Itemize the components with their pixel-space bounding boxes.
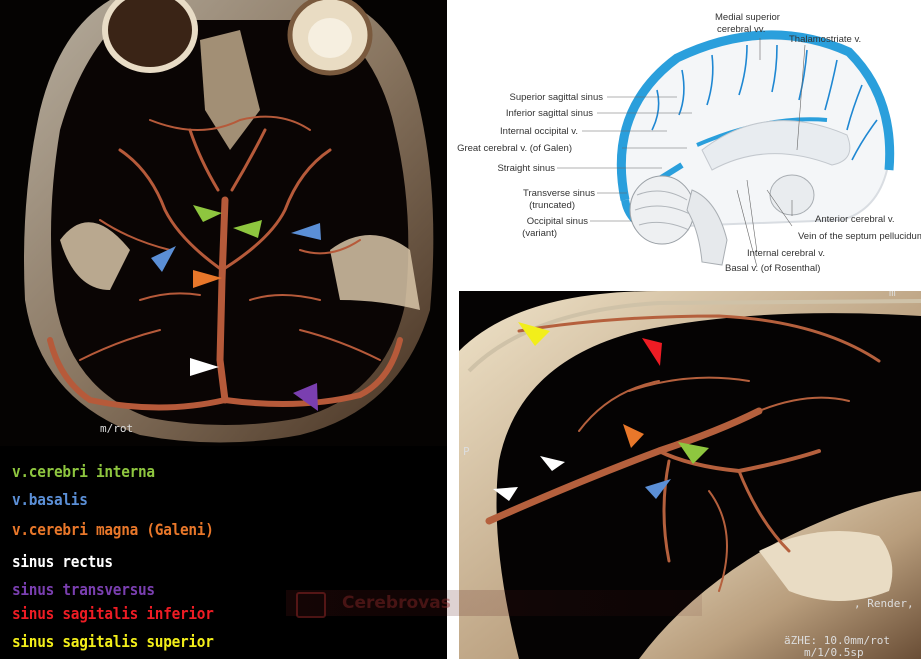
- arrow-blue-2: [291, 223, 321, 240]
- arrow-white-sag-2: [493, 487, 518, 501]
- overlay-line3: m/1/0.5sp: [804, 646, 864, 659]
- label-transverse-truncated: (truncated): [529, 200, 575, 211]
- legend-item-basalis: v.basalis: [12, 490, 88, 509]
- arrow-green-sag: [678, 442, 709, 464]
- label-cerebral-vv: cerebral vv.: [717, 24, 765, 35]
- watermark-text: Cerebrovas: [342, 593, 451, 613]
- arrow-white-sag-1: [540, 456, 565, 471]
- divider: [447, 291, 459, 659]
- label-inferior-sagittal-sinus: Inferior sagittal sinus: [506, 108, 593, 119]
- label-great-cerebral-v: Great cerebral v. (of Galen): [457, 143, 572, 154]
- anatomy-diagram: Superior sagittal sinus Inferior sagitta…: [447, 0, 921, 290]
- label-thalamostriate-v: Thalamostriate v.: [789, 34, 861, 45]
- arrow-green-2: [233, 220, 262, 238]
- legend-item-sinus-sagitalis-inferior: sinus sagitalis inferior: [12, 604, 214, 623]
- arrow-blue-1: [151, 246, 176, 272]
- arrow-yellow: [518, 322, 550, 346]
- arrow-white: [190, 358, 219, 376]
- label-internal-cerebral-v: Internal cerebral v.: [747, 248, 825, 259]
- arrow-orange: [193, 270, 222, 288]
- label-straight-sinus: Straight sinus: [497, 163, 555, 174]
- axial-vr-image: m/rot: [0, 0, 447, 446]
- legend-item-sinus-sagitalis-superior: sinus sagitalis superior: [12, 632, 214, 651]
- overlay-p-marker: P: [463, 445, 470, 458]
- watermark: Cerebrovas: [286, 590, 702, 618]
- arrow-green-1: [193, 205, 222, 222]
- arrow-red: [642, 338, 662, 366]
- overlay-top-right: m: [889, 291, 896, 299]
- label-superior-sagittal-sinus: Superior sagittal sinus: [510, 92, 604, 103]
- overlay-line1: , Render,: [854, 597, 914, 610]
- label-anterior-cerebral-v: Anterior cerebral v.: [815, 214, 895, 225]
- divider: [447, 290, 921, 291]
- label-vein-septum-pellucidum: Vein of the septum pellucidum: [798, 231, 921, 242]
- watermark-logo-icon: [296, 592, 326, 618]
- arrow-blue-sag: [645, 479, 671, 499]
- overlay-line2: äZHE: 10.0mm/rot: [784, 634, 890, 647]
- sagittal-vr-image: m P , Render, äZHE: 10.0mm/rot m/1/0.5sp: [459, 291, 921, 659]
- arrow-purple: [293, 383, 318, 411]
- label-occipital-sinus: Occipital sinus: [527, 216, 588, 227]
- label-medial-superior: Medial superior: [715, 12, 780, 23]
- arrow-orange-sag: [623, 424, 644, 448]
- label-basal-v: Basal v. (of Rosenthal): [725, 263, 820, 274]
- legend-item-cerebri-interna: v.cerebri interna: [12, 462, 155, 481]
- label-occipital-variant: (variant): [522, 228, 557, 239]
- legend-item-cerebri-magna: v.cerebri magna (Galeni): [12, 520, 214, 539]
- label-transverse-sinus: Transverse sinus: [523, 188, 595, 199]
- legend-item-sinus-transversus: sinus transversus: [12, 580, 155, 599]
- legend-item-sinus-rectus: sinus rectus: [12, 552, 113, 571]
- label-internal-occipital-v: Internal occipital v.: [500, 126, 578, 137]
- axial-overlay-text: m/rot: [100, 422, 133, 435]
